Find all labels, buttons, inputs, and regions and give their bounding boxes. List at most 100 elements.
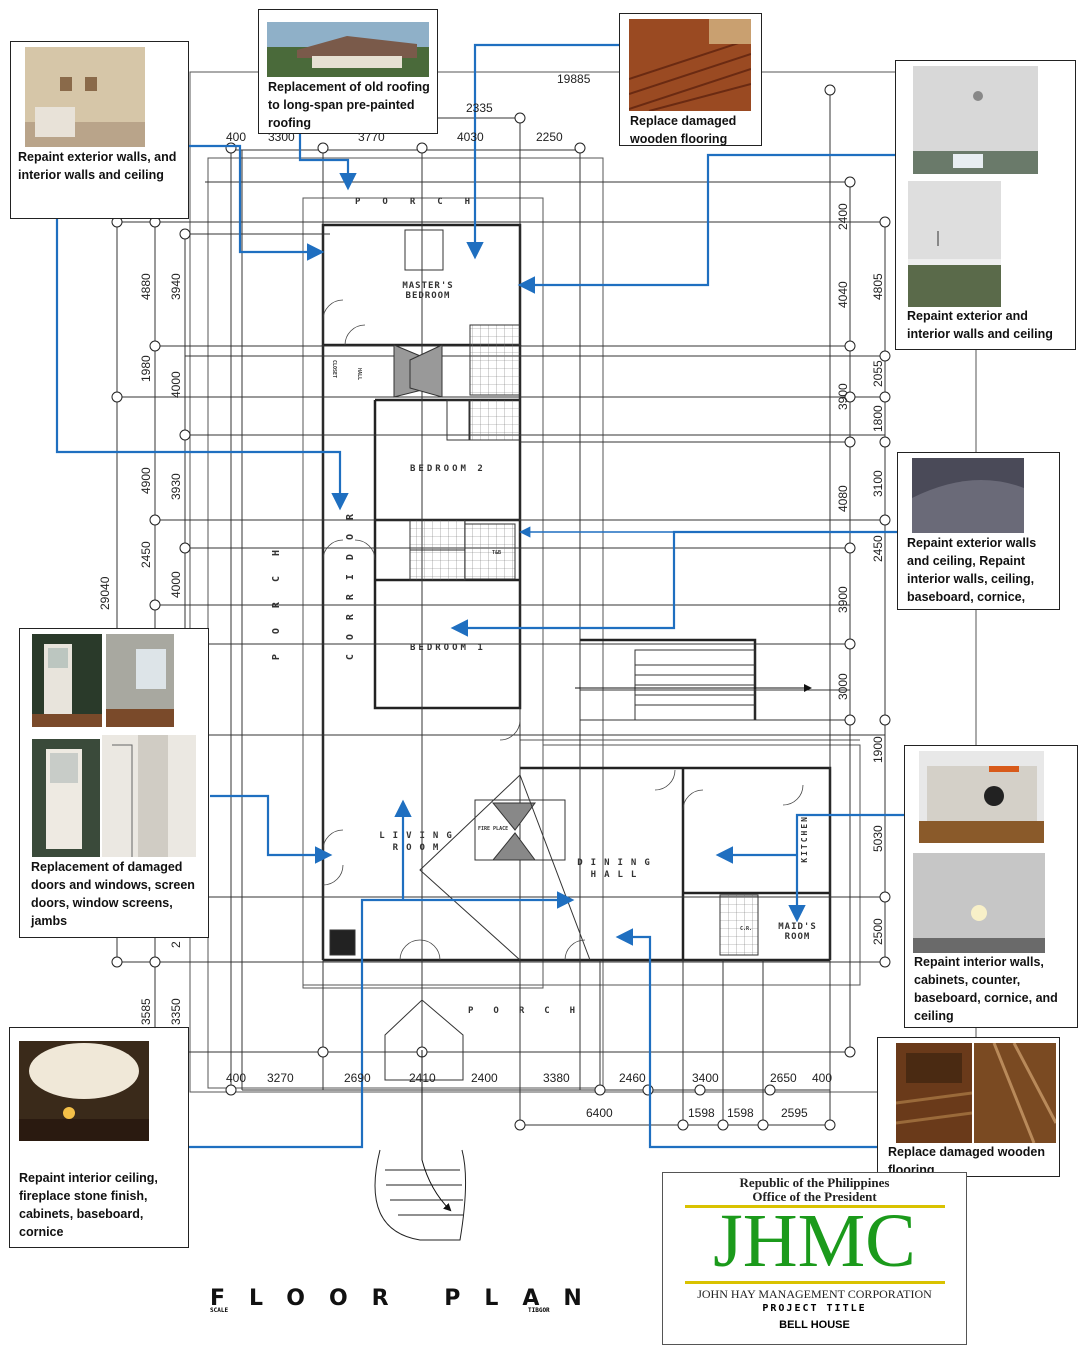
callout-kitchen-repaint: Repaint interior walls, cabinets, counte… [904, 745, 1078, 1028]
dim-right-2055: 2055 [871, 360, 885, 387]
dim-top-4030: 4030 [457, 130, 484, 144]
dim-bottom-3400: 3400 [692, 1071, 719, 1085]
callout-caption: Replacement of damaged doors and windows… [31, 860, 195, 928]
title-block: Republic of the Philippines Office of th… [662, 1172, 967, 1345]
dim-left-29040: 29040 [98, 576, 112, 610]
dim-left-3940: 3940 [169, 273, 183, 300]
callout-caption: Repaint interior walls, cabinets, counte… [914, 955, 1058, 1023]
republic-line: Republic of the Philippines [739, 1175, 890, 1190]
dim-right-3000: 3000 [836, 673, 850, 700]
photo-window-room [106, 634, 174, 727]
photo-ceiling-lamp [913, 853, 1045, 953]
dim-bottom-2460: 2460 [619, 1071, 646, 1085]
callout-repaint-walls-ceiling-right: Repaint exterior and interior walls and … [895, 60, 1076, 350]
dim-bottom-2650: 2650 [770, 1071, 797, 1085]
callout-roofing-replacement: Replacement of old roofing to long-span … [258, 9, 438, 134]
dim-right-5030: 5030 [871, 825, 885, 852]
room-tag-cr: C.R. [740, 926, 753, 932]
dim-left-2: 2 [169, 941, 183, 948]
dim-right-4040: 4040 [836, 281, 850, 308]
corporation-name: JOHN HAY MANAGEMENT CORPORATION [697, 1287, 932, 1301]
room-label-porch-left: PORCH [271, 530, 282, 661]
room-label-bedroom-2: BEDROOM 2 [410, 464, 486, 474]
room-label-maids-room: MAID'S ROOM [778, 922, 817, 942]
photo-floor-right [974, 1043, 1056, 1143]
dim-left-3585: 3585 [139, 998, 153, 1025]
dim-top-400: 400 [226, 130, 247, 144]
callout-doors-windows: Replacement of damaged doors and windows… [19, 628, 209, 938]
callout-wood-flooring-bottom: Replace damaged wooden flooring [877, 1037, 1060, 1177]
dim-bottom-1598b: 1598 [727, 1106, 754, 1120]
callout-caption: Replace damaged wooden flooring [630, 114, 737, 146]
photo-house-exterior [267, 22, 429, 77]
grid-lines [116, 90, 886, 1126]
dim-bottom-2690: 2690 [344, 1071, 371, 1085]
logo-rule-top [685, 1205, 945, 1208]
room-tag-closet: CLOSET [331, 360, 337, 379]
photo-ceiling-porch [908, 181, 1001, 307]
photo-door-open [32, 634, 102, 727]
dim-bottom-3270: 3270 [267, 1071, 294, 1085]
photo-ceiling-corner [912, 458, 1024, 533]
photo-ceiling-light [913, 66, 1038, 174]
callout-caption: Repaint interior ceiling, fireplace ston… [19, 1171, 158, 1239]
dim-right-2500: 2500 [871, 918, 885, 945]
dim-right-3100: 3100 [871, 470, 885, 497]
dim-right-4080: 4080 [836, 485, 850, 512]
floor-plan-title: FLOOR PLAN [210, 1286, 606, 1311]
office-line: Office of the President [752, 1189, 877, 1204]
room-label-porch-top: PORCH [355, 197, 493, 207]
callout-arrows [55, 43, 904, 1149]
photo-door-jamb [102, 735, 196, 857]
dim-right-1800: 1800 [871, 405, 885, 432]
dim-left-3930: 3930 [169, 473, 183, 500]
dim-left-4880: 4880 [139, 273, 153, 300]
project-name: BELL HOUSE [779, 1319, 850, 1331]
project-title-label: PROJECT TITLE [762, 1303, 867, 1314]
dim-left-3350: 3350 [169, 998, 183, 1025]
dim-bottom-3380: 3380 [543, 1071, 570, 1085]
callout-caption: Repaint exterior walls and ceiling, Repa… [907, 536, 1037, 604]
room-label-corridor: CORRIDOR [345, 500, 356, 661]
dim-bottom-400b: 400 [812, 1071, 833, 1085]
photo-bedroom-interior [25, 47, 145, 147]
dim-left-2450: 2450 [139, 541, 153, 568]
scale-label: SCALE [210, 1307, 229, 1314]
dim-bottom-400a: 400 [226, 1071, 247, 1085]
room-tag-hall: HALL [356, 368, 362, 381]
callout-repaint-bedroom-1: Repaint exterior walls and ceiling, Repa… [897, 452, 1060, 610]
stairs [374, 684, 812, 1241]
dim-bottom-2400: 2400 [471, 1071, 498, 1085]
tsign-label: TIBGOR [528, 1307, 550, 1314]
callout-living-room-repaint: Repaint interior ceiling, fireplace ston… [9, 1027, 189, 1248]
fixtures [329, 229, 759, 1081]
dim-right-2450: 2450 [871, 535, 885, 562]
dim-left-4000a: 4000 [169, 371, 183, 398]
dim-left-1980: 1980 [139, 355, 153, 382]
room-label-dining-hall: DINING HALL [577, 858, 658, 880]
room-tag-toilet: T&B [492, 550, 502, 556]
dim-right-3900a: 3900 [836, 383, 850, 410]
dim-top-overall: 19885 [557, 72, 591, 86]
callout-repaint-walls-ceiling-master: Repaint exterior walls, and interior wal… [10, 41, 189, 219]
dim-bottom-6400: 6400 [586, 1106, 613, 1120]
callout-wood-flooring-top: Replace damaged wooden flooring [619, 13, 762, 146]
dim-right-3900b: 3900 [836, 586, 850, 613]
room-label-living-room: LIVING ROOM [379, 831, 460, 853]
dim-bottom-1598a: 1598 [688, 1106, 715, 1120]
dim-top-2250: 2250 [536, 130, 563, 144]
room-label-kitchen: KITCHEN [800, 815, 809, 863]
photo-chandelier [19, 1041, 149, 1141]
dim-left-4000b: 4000 [169, 571, 183, 598]
photo-floor-left [896, 1043, 972, 1143]
logo-rule-bottom [685, 1281, 945, 1284]
room-label-master-bedroom: MASTER'S BEDROOM [402, 281, 454, 301]
callout-caption: Replacement of old roofing to long-span … [268, 80, 430, 130]
callout-caption: Repaint exterior walls, and interior wal… [18, 150, 177, 182]
building-outlines [189, 71, 977, 1093]
room-label-porch-bottom: PORCH [468, 1006, 596, 1016]
room-tag-fire-place: FIRE PLACE [478, 826, 509, 832]
dim-left-4900: 4900 [139, 467, 153, 494]
dim-right-4805: 4805 [871, 273, 885, 300]
